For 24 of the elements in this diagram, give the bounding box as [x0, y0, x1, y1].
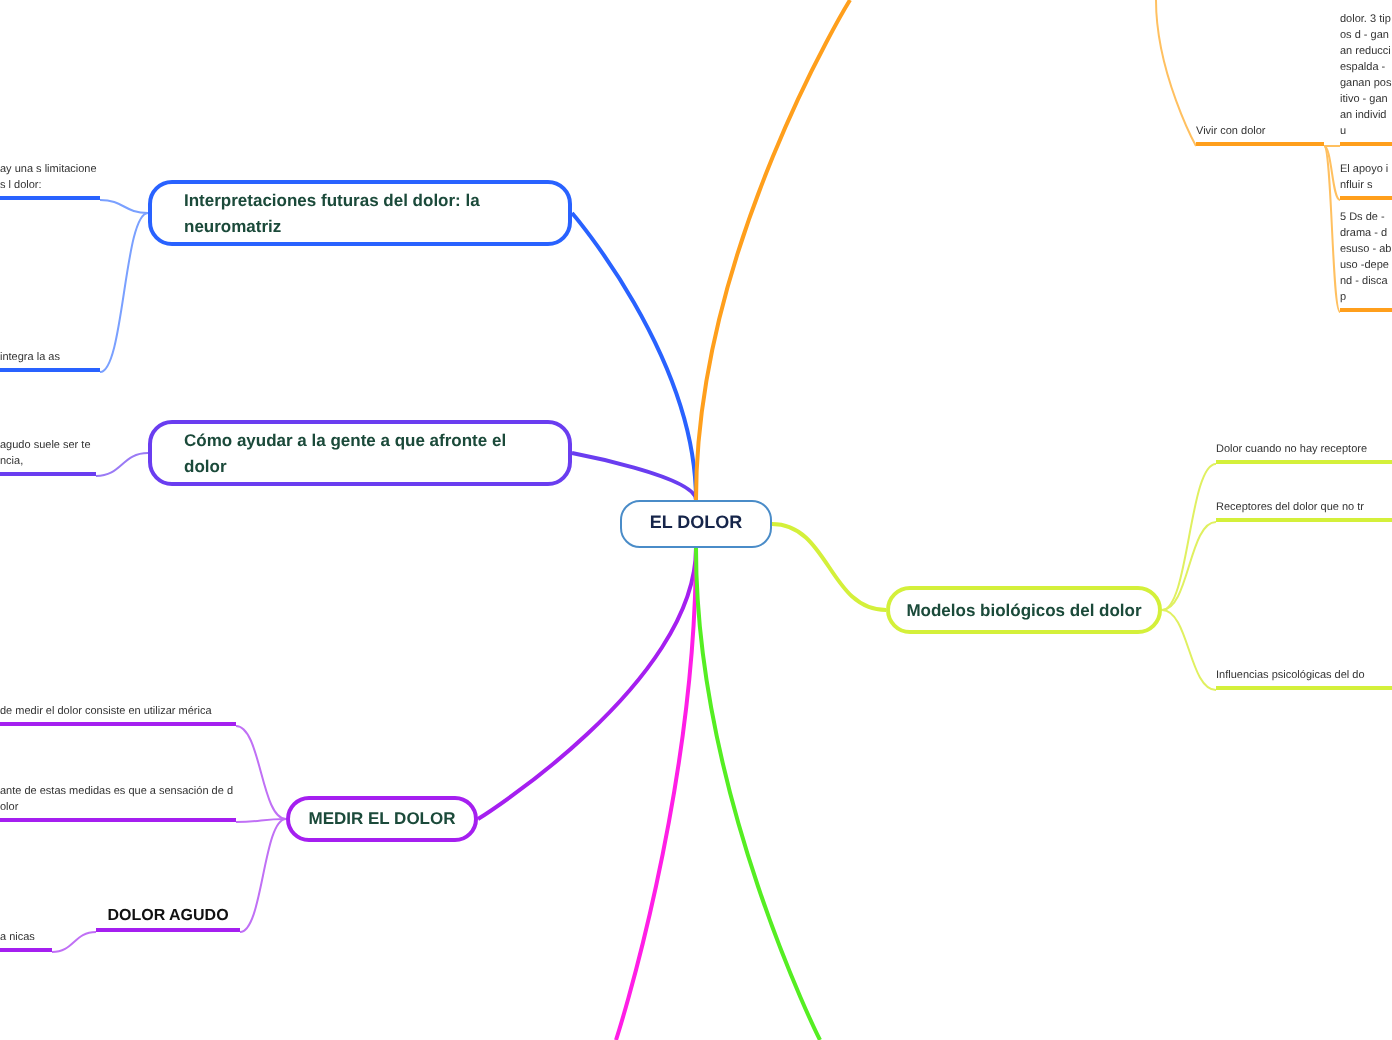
branch-line — [1323, 145, 1341, 313]
branch-line — [239, 818, 287, 933]
branch-line — [1161, 463, 1217, 611]
branch-line — [99, 212, 149, 373]
branch-line — [51, 931, 97, 953]
branch-line — [235, 725, 287, 820]
branch-line — [99, 199, 149, 214]
main-topic: MEDIR EL DOLOR — [286, 796, 478, 842]
branch-line — [694, 547, 822, 1040]
branch-line — [571, 451, 698, 501]
branch-line — [1161, 521, 1217, 611]
branch-line — [1155, 0, 1197, 147]
branch-line — [235, 818, 287, 823]
branch-line — [694, 0, 852, 501]
branch-line — [771, 522, 887, 612]
main-topic: Modelos biológicos del dolor — [886, 586, 1162, 634]
main-topic: Interpretaciones futuras del dolor: la neuromatriz — [148, 180, 572, 246]
branch-line — [95, 452, 149, 477]
branch-line — [1161, 609, 1217, 691]
subtopic: DOLOR AGUDO — [96, 902, 240, 932]
central-topic: EL DOLOR — [620, 500, 772, 548]
main-topic: Cómo ayudar a la gente a que afronte el dolor — [148, 420, 572, 486]
branch-line — [1323, 145, 1341, 147]
branch-line — [1323, 145, 1341, 201]
